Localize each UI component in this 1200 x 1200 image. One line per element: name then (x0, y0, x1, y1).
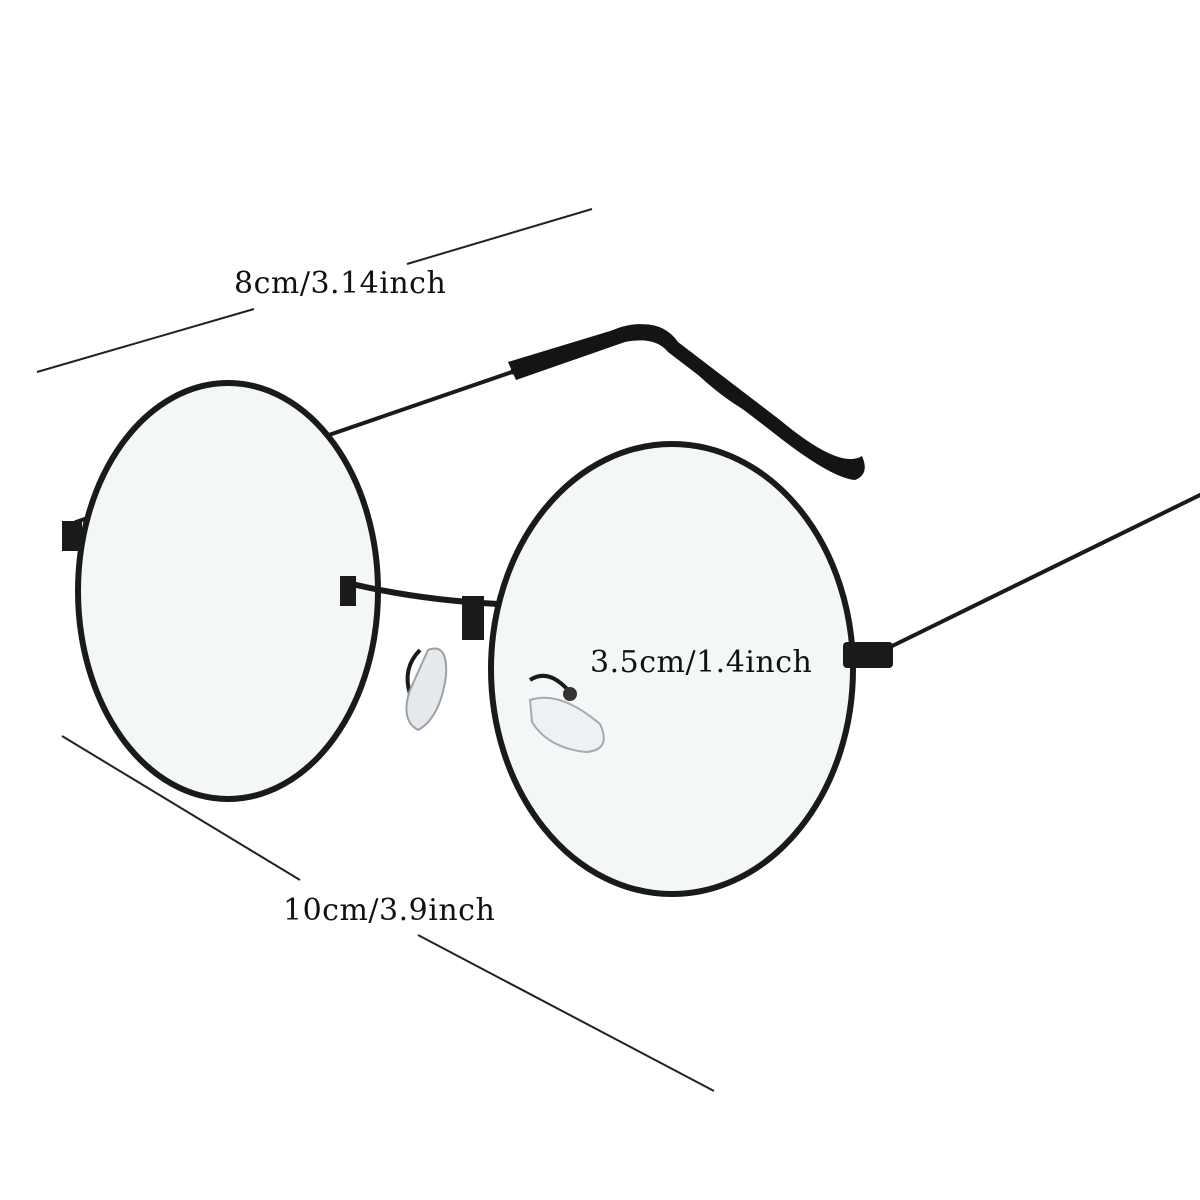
temple-tip (509, 324, 773, 423)
right-temple-arm (878, 493, 1200, 654)
temple-tip-sleeve (508, 324, 865, 480)
right-lens (488, 441, 856, 897)
lens-height-label: 3.5cm/1.4inch (590, 645, 813, 680)
right-nose-pad (528, 696, 605, 754)
bridge-joint-right (462, 596, 484, 640)
left-nose-pad-arm (405, 648, 422, 695)
length-measure-line-right (417, 934, 715, 1092)
right-nose-pad-arm (528, 673, 570, 692)
left-lens (75, 380, 381, 802)
lens-width-label: 8cm/3.14inch (234, 266, 447, 301)
bridge-joint-left (340, 576, 356, 606)
frame-length-label: 10cm/3.9inch (283, 893, 496, 928)
width-measure-line-left (36, 308, 255, 373)
lenses (75, 380, 856, 897)
left-hinge (62, 521, 82, 551)
right-nose-pad-screw (563, 687, 577, 701)
nose-pads (405, 647, 605, 754)
right-hinge (843, 642, 893, 668)
length-measure-line-left (61, 735, 301, 881)
left-nose-pad (405, 647, 448, 732)
width-measure-line-right (406, 208, 593, 265)
